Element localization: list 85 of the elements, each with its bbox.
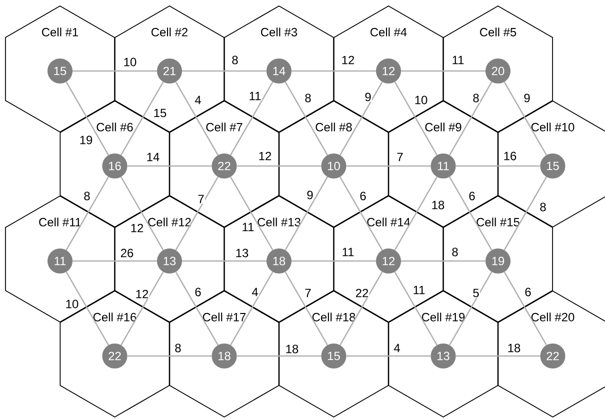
connector-line [448, 272, 492, 346]
edge-label: 5 [472, 288, 480, 298]
edge-label: 12 [340, 55, 356, 65]
connector-line [127, 165, 212, 167]
connector-line [394, 82, 438, 156]
connector-line [120, 82, 164, 156]
connector-line [182, 70, 266, 72]
edge-label: 6 [468, 191, 476, 201]
edge-label: 19 [78, 135, 94, 145]
connector-line [401, 70, 486, 72]
connector-line [346, 165, 431, 167]
connector-line [448, 82, 492, 156]
edge-label: 7 [197, 194, 205, 204]
edge-label: 16 [502, 151, 518, 161]
edge-label: 8 [472, 93, 480, 103]
connector-line [66, 176, 110, 250]
connector-line [456, 165, 540, 167]
connector-line [230, 176, 274, 250]
connector-line [175, 176, 219, 250]
edge-label: 14 [146, 152, 160, 162]
edge-label: 12 [258, 151, 272, 161]
connector-line [504, 82, 548, 156]
connector-line [504, 176, 548, 250]
edge-label: 8 [539, 202, 547, 212]
connector-line [284, 272, 328, 346]
connector-line [394, 272, 438, 346]
connector-line [292, 70, 376, 72]
connector-line [175, 272, 219, 346]
edge-label: 9 [523, 93, 531, 103]
connector-line [66, 82, 110, 156]
edge-label: 8 [231, 55, 239, 65]
connector-line [401, 260, 486, 262]
edge-label: 11 [341, 247, 355, 257]
edge-label: 18 [430, 200, 446, 210]
connector-line [66, 272, 110, 346]
edge-label: 11 [451, 55, 465, 65]
edge-label: 18 [284, 344, 300, 354]
connector-line [120, 176, 164, 250]
connector-line [230, 82, 274, 156]
edge-label: 12 [130, 223, 144, 233]
edge-label: 9 [364, 92, 372, 102]
edge-label: 7 [396, 152, 404, 162]
edge-label: 6 [524, 287, 532, 297]
edge-label: 11 [241, 222, 255, 232]
connector-line [236, 355, 322, 357]
edge-label: 6 [194, 287, 202, 297]
connector-line [339, 272, 383, 346]
connector-line [339, 176, 383, 250]
edge-label: 8 [83, 191, 91, 201]
connector-line [236, 165, 322, 167]
connector-line [292, 260, 376, 262]
connector-line [127, 355, 212, 357]
edge-label: 10 [414, 95, 428, 105]
connector-line [394, 176, 438, 250]
edge-label: 12 [134, 289, 150, 299]
edge-label: 8 [451, 247, 459, 257]
connector-line [346, 355, 431, 357]
connector-line [175, 82, 219, 156]
connector-line [72, 70, 157, 72]
edge-label: 13 [234, 248, 250, 258]
edge-label: 4 [251, 287, 259, 297]
edge-label: 9 [306, 190, 314, 200]
connector-line [182, 260, 266, 262]
edge-label: 8 [174, 343, 182, 353]
connector-line [504, 272, 548, 346]
edge-label: 10 [64, 299, 80, 309]
edge-label: 7 [304, 288, 312, 298]
edge-label: 26 [120, 248, 134, 258]
edge-label: 15 [152, 108, 168, 118]
edge-label: 4 [393, 343, 401, 353]
connector-line [120, 272, 164, 346]
edge-label: 11 [248, 91, 262, 101]
edge-label: 4 [194, 95, 202, 105]
connector-line [72, 260, 157, 262]
connector-line [284, 82, 328, 156]
connector-line [456, 355, 540, 357]
connector-line [230, 272, 274, 346]
connector-line [339, 82, 383, 156]
edge-label: 10 [122, 57, 138, 67]
edge-label: 6 [359, 191, 367, 201]
edge-label: 18 [506, 343, 522, 353]
connector-line [448, 176, 492, 250]
edge-label: 22 [354, 288, 370, 298]
connector-line [284, 176, 328, 250]
edge-label: 8 [304, 93, 312, 103]
